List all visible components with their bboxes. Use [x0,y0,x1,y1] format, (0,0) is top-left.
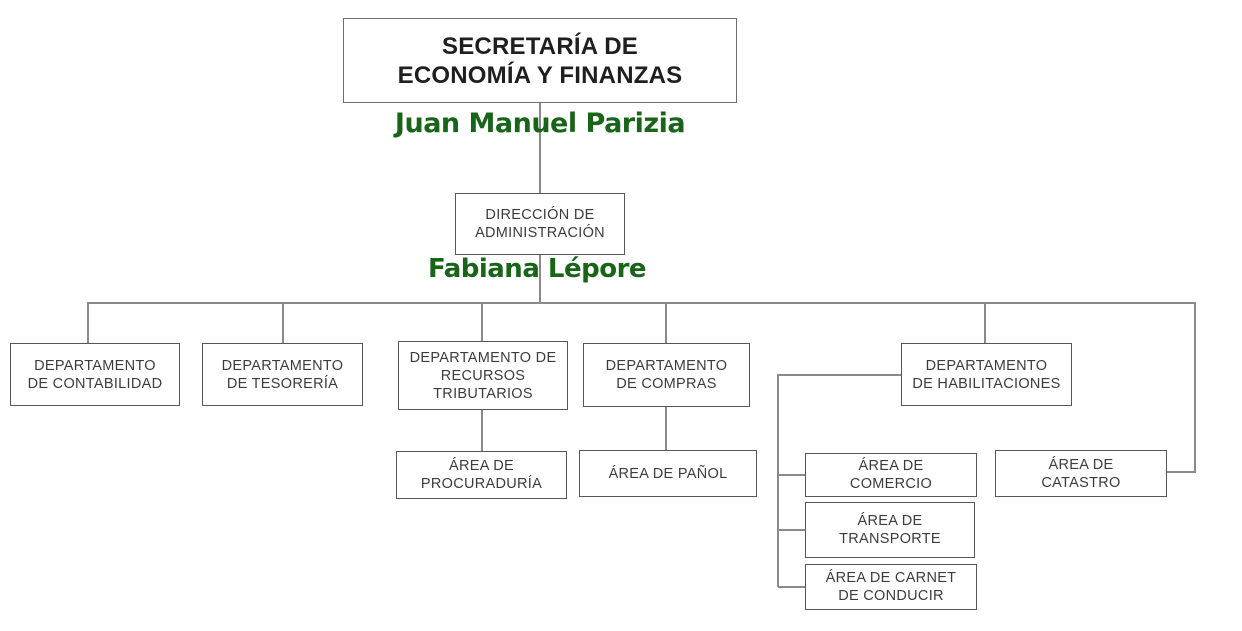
org-node-area-procuraduria: ÁREA DE PROCURADURÍA [396,451,567,499]
connector-stub-carnet-conducir [778,586,805,588]
org-node-label: DEPARTAMENTO DE CONTABILIDAD [27,357,163,392]
org-node-label: DEPARTAMENTO DE COMPRAS [605,358,728,392]
connector-bus-to-catastro-vertical [1194,302,1196,473]
org-node-label: ÁREA DE CATASTRO [1041,456,1121,491]
holder-name-secretaria: Juan Manuel Parizia [394,108,686,139]
org-node-label: ÁREA DE COMERCIO [849,458,933,492]
org-node-area-carnet-de-conducir: ÁREA DE CARNET DE CONDUCIR [805,564,977,610]
org-node-label: ÁREA DE PROCURADURÍA [420,458,543,492]
connector-drop-contabilidad [87,302,89,343]
org-node-label: DEPARTAMENTO DE HABILITACIONES [912,357,1061,392]
org-node-secretaria-economia-finanzas: SECRETARÍA DE ECONOMÍA Y FINANZAS [343,18,737,103]
org-node-departamento-tesoreria: DEPARTAMENTO DE TESORERÍA [202,343,363,406]
org-node-area-transporte: ÁREA DE TRANSPORTE [805,502,975,558]
connector-habilitaciones-branch [778,374,901,376]
org-node-label: SECRETARÍA DE ECONOMÍA Y FINANZAS [397,32,683,89]
connector-drop-recursos-tributarios [481,302,483,341]
connector-secretaria-direccion [539,103,541,193]
org-node-area-comercio: ÁREA DE COMERCIO [805,453,977,497]
connector-direccion-bus [539,255,541,303]
org-node-label: ÁREA DE CARNET DE CONDUCIR [825,570,957,604]
connector-stub-comercio [778,474,805,476]
org-node-departamento-habilitaciones: DEPARTAMENTO DE HABILITACIONES [901,343,1072,406]
connector-bus-to-catastro-horizontal [1167,471,1196,473]
org-node-departamento-compras: DEPARTAMENTO DE COMPRAS [583,343,750,407]
org-node-area-panol: ÁREA DE PAÑOL [579,450,757,497]
org-node-label: DEPARTAMENTO DE TESORERÍA [221,357,344,392]
connector-habilitaciones-trunk [777,374,779,587]
org-node-label: ÁREA DE PAÑOL [608,465,728,482]
org-node-departamento-recursos-tributarios: DEPARTAMENTO DE RECURSOS TRIBUTARIOS [398,341,568,410]
org-node-label: ÁREA DE TRANSPORTE [839,513,941,547]
org-node-departamento-contabilidad: DEPARTAMENTO DE CONTABILIDAD [10,343,180,406]
connector-drop-tesoreria [282,302,284,343]
connector-compras-panol [665,407,667,450]
connector-drop-habilitaciones [984,302,986,343]
org-node-direccion-administracion: DIRECCIÓN DE ADMINISTRACIÓN [455,193,625,255]
org-node-label: DEPARTAMENTO DE RECURSOS TRIBUTARIOS [409,349,557,402]
connector-stub-transporte [778,529,805,531]
connector-drop-compras [665,302,667,343]
org-node-area-catastro: ÁREA DE CATASTRO [995,450,1167,497]
connector-recursos-procuraduria [481,410,483,451]
connector-horizontal-bus [88,302,1196,304]
holder-name-direccion: Fabiana Lépore [427,254,647,284]
org-node-label: DIRECCIÓN DE ADMINISTRACIÓN [475,207,605,241]
